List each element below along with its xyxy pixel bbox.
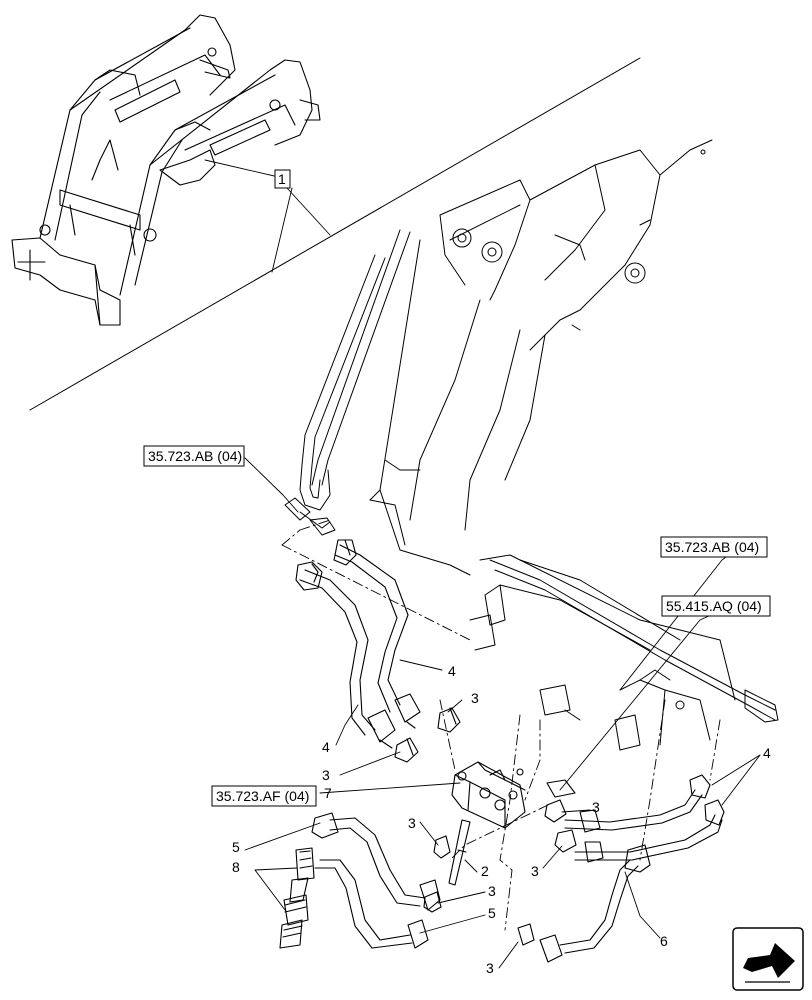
callout-numbers: 4 3 4 3 7 3 3 4 5 8 2 3 3 5 6 3 (232, 663, 771, 976)
callout-3: 3 (531, 863, 539, 879)
reference-label[interactable]: 35.723.AB (04) (148, 448, 242, 464)
alignment-lines (281, 519, 721, 931)
navigation-arrow-icon[interactable] (732, 927, 804, 991)
callout-3: 3 (471, 690, 479, 706)
hose-assembly-right (544, 774, 725, 863)
hose-assembly-lower (279, 812, 651, 963)
callout-4: 4 (448, 663, 456, 679)
callout-8: 8 (232, 859, 240, 875)
inset-callout: 1 (278, 171, 286, 187)
callout-5: 5 (232, 839, 240, 855)
callout-3: 3 (322, 767, 330, 783)
loader-frame-inset (11, 14, 321, 326)
callout-6: 6 (660, 933, 668, 949)
callout-5: 5 (488, 905, 496, 921)
callout-3: 3 (408, 815, 416, 831)
loader-arm (284, 139, 779, 751)
separator-line (29, 57, 641, 411)
callout-2: 2 (481, 863, 489, 879)
hose-assembly-upper (295, 539, 461, 763)
reference-boxes: 35.723.AB (04) 35.723.AB (04) 55.415.AQ … (143, 169, 771, 807)
callout-3: 3 (486, 960, 494, 976)
callout-4: 4 (763, 745, 771, 761)
callout-4: 4 (322, 739, 330, 755)
reference-label[interactable]: 35.723.AF (04) (216, 788, 309, 804)
valve-block (451, 761, 526, 829)
callout-7: 7 (324, 785, 332, 801)
callout-3: 3 (488, 883, 496, 899)
reference-label[interactable]: 55.415.AQ (04) (666, 598, 762, 614)
reference-label[interactable]: 35.723.AB (04) (665, 539, 759, 555)
callout-3: 3 (592, 799, 600, 815)
